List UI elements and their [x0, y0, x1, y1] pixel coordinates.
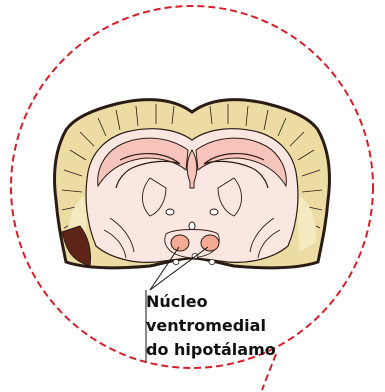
annotation-line-3: do hipotálamo	[146, 338, 296, 362]
ventricle-right	[210, 209, 218, 215]
third-ventricle	[189, 222, 195, 230]
small-nucleus-2	[173, 260, 179, 265]
annotation-line-1: Núcleo	[146, 290, 296, 314]
vmh-nucleus-right	[201, 235, 219, 251]
ventricle-left	[166, 209, 174, 215]
vmh-nucleus-left	[171, 235, 189, 251]
small-nucleus-3	[209, 260, 215, 265]
annotation-line-2: ventromedial	[146, 314, 296, 338]
annotation-label: Núcleo ventromedial do hipotálamo	[146, 290, 296, 362]
